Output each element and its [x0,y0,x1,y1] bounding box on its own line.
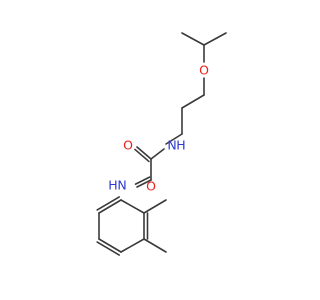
bond-ring-6 [98,199,122,214]
bond-carbonyl-o-lower-b [134,176,151,185]
bond-c1-c2 [181,94,205,109]
bond-layer [96,32,227,256]
bond-ring-3 [120,238,145,253]
bond-c3-n [165,133,183,145]
bond-ring-4 [98,238,122,253]
bond-ring-1 [120,199,145,214]
amide-hydrogen-lower-label: H [108,178,117,193]
bond-carbonyl-o-lower-a [136,179,152,188]
bond-ring-4-double [96,241,121,256]
bond-carbonyl-o-upper-a [136,146,152,160]
carbonyl-oxygen-lower-label: O [146,179,156,194]
amide-hydrogen-upper-label: H [176,138,185,153]
bond-ring-methyl-b [143,238,167,253]
bond-ring-methyl-a [143,199,167,214]
bond-methyl-1 [181,32,205,46]
carbonyl-oxygen-upper-label: O [123,138,133,153]
bond-n-carbonyl [150,148,165,160]
bond-methyl-2 [203,32,227,46]
bond-ring-6-double [96,196,121,211]
amide-nitrogen-upper-label: N [167,138,176,153]
ether-oxygen-label: O [199,63,209,78]
amide-nitrogen-lower-label: N [117,178,126,193]
bond-carbonyl-o-upper-b [134,148,150,163]
